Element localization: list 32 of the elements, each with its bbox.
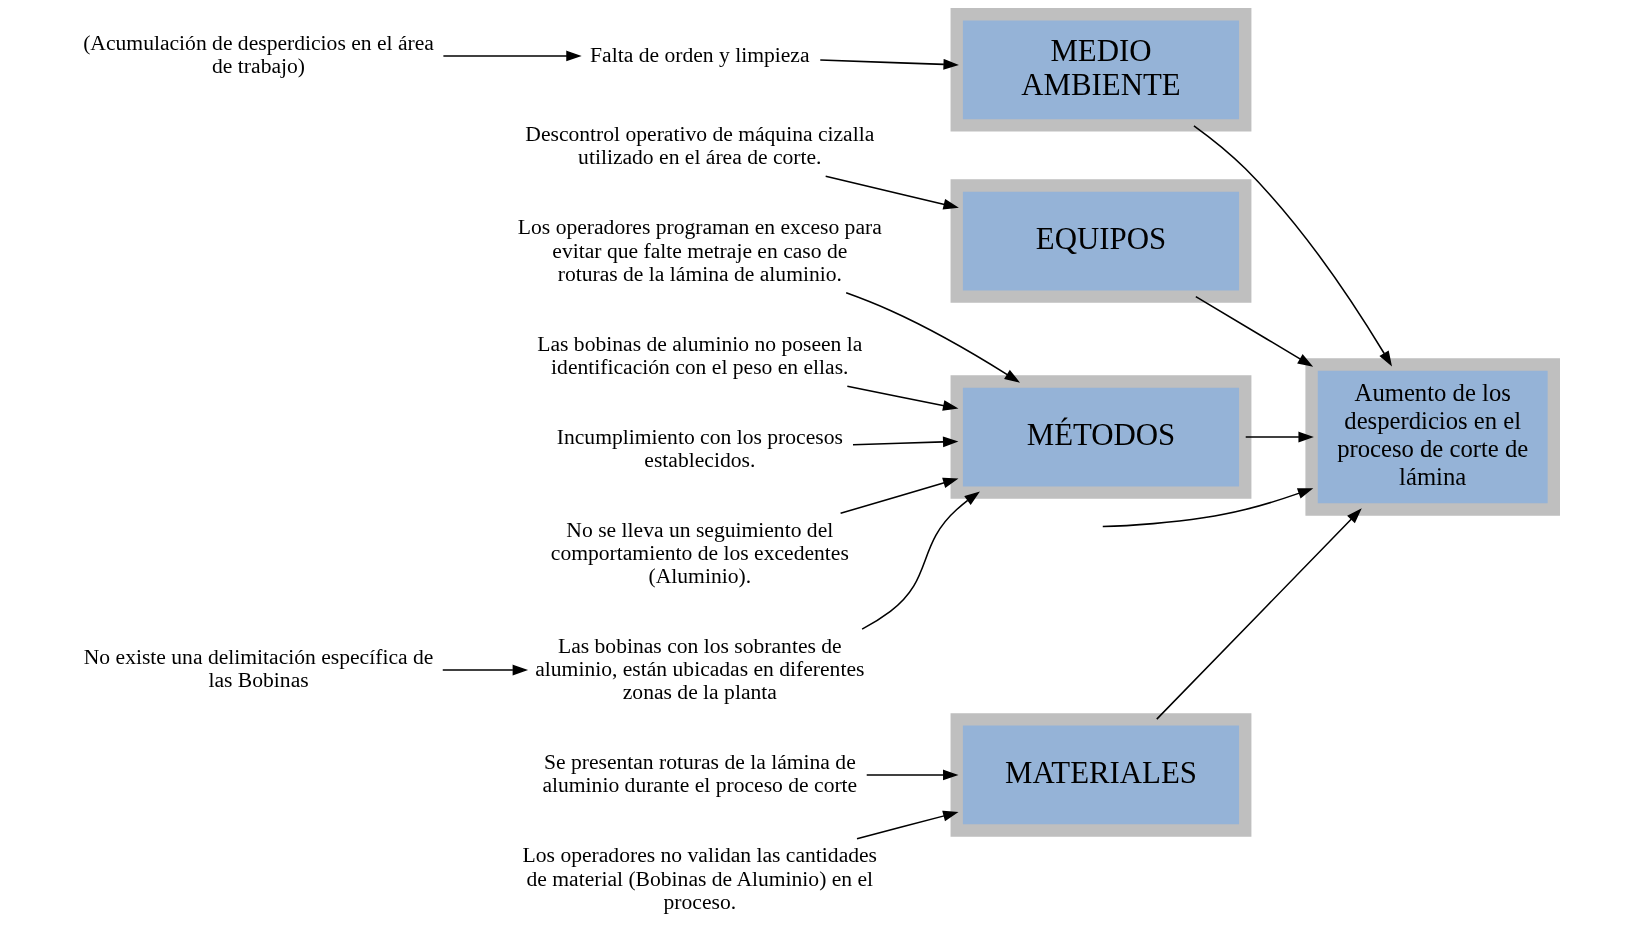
arrow (824, 175, 959, 210)
node-text: Las bobinas de aluminio no poseen la identificación con el peso en ellas. (536, 331, 862, 380)
node-box: MÉTODOS (950, 375, 1251, 499)
node-box: MATERIALES (950, 713, 1251, 837)
node-text: Se presentan roturas de la lámina de aluminio durante el proceso de corte (541, 750, 857, 798)
arrow (1244, 431, 1314, 443)
arrow (442, 50, 582, 62)
node-box: MEDIO AMBIENTE (950, 8, 1251, 132)
arrow (1101, 488, 1313, 528)
node-text: Los operadores programan en exceso para evitar que falte metraje en caso de roturas de la lámina de aluminio. (517, 215, 882, 286)
node-text: (Acumulación de desperdicios en el área de trabajo) (82, 31, 434, 79)
node-box: Aumento de los desperdicios en el proceso de corte de lámina (1304, 358, 1560, 516)
arrow (839, 477, 958, 515)
arrow (1155, 508, 1362, 720)
arrow (851, 436, 958, 448)
arrow (1194, 295, 1313, 367)
node-text: Los operadores no validan las cantidades de material (Bobinas de Aluminio) en el proceso. (522, 843, 877, 914)
node-text: Las bobinas con los sobrantes de aluminio, están ubicadas en diferentes zonas de la planta (534, 633, 864, 704)
arrow (855, 810, 959, 840)
node-text: Falta de orden y limpieza (589, 42, 810, 67)
node-text: Descontrol operativo de máquina cizalla utilizado en el área de corte. (524, 122, 874, 170)
arrow (819, 58, 959, 70)
node-text: No existe una delimitación específica de las Bobinas (83, 645, 433, 693)
arrow (1192, 125, 1392, 367)
node-box: EQUIPOS (950, 179, 1251, 303)
arrow (860, 491, 980, 630)
arrow (846, 385, 958, 411)
arrow (865, 769, 958, 781)
node-text: Incumplimiento con los procesos establecidos. (556, 424, 843, 472)
arrow (844, 292, 1020, 383)
node-text: No se lleva un seguimiento del comportamiento de los excedentes (Aluminio). (550, 517, 849, 589)
arrow (441, 664, 528, 676)
